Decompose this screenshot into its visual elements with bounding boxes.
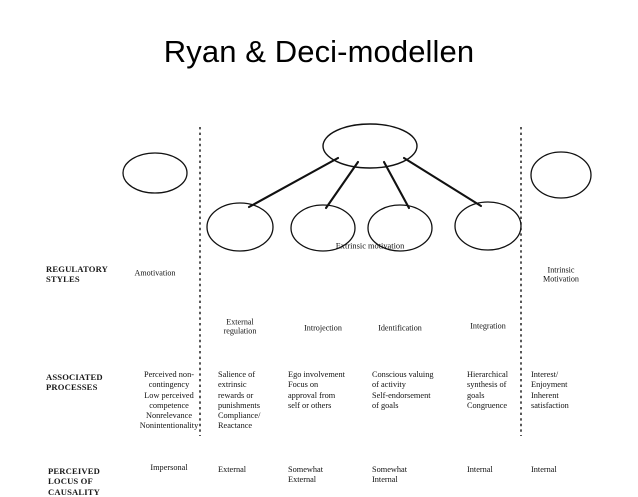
ellipse-integration xyxy=(454,201,522,251)
ellipse-amotivation xyxy=(122,152,188,194)
ellipse-introjection xyxy=(290,204,356,252)
locus-cell-integration: Internal xyxy=(467,465,493,474)
locus-cell-intrinsic-motivation: Internal xyxy=(531,465,557,474)
locus-cell-amotivation: Impersonal xyxy=(150,463,188,472)
process-cell-external-regulation: Salience of extrinsic rewards or punishm… xyxy=(218,370,261,431)
process-cell-amotivation: Perceived non- contingency Low perceived… xyxy=(139,370,199,431)
ellipse-identification xyxy=(367,204,433,252)
row-label-regulatory-styles: REGULATORY STYLES xyxy=(46,264,108,285)
row-label-associated-processes: ASSOCIATED PROCESSES xyxy=(46,372,103,393)
connector-extrinsic-to-integration xyxy=(402,156,483,208)
process-cell-identification: Conscious valuing of activity Self-endor… xyxy=(372,370,434,410)
process-cell-intrinsic-motivation: Interest/ Enjoyment Inherent satisfactio… xyxy=(531,370,569,410)
page-title: Ryan & Deci-modellen xyxy=(163,34,475,69)
connector-extrinsic-to-external-regulation xyxy=(247,156,340,209)
ryan-deci-diagram: REGULATORY STYLES ASSOCIATED PROCESSES P… xyxy=(0,100,638,497)
node-label-intrinsic-motivation: Intrinsic Motivation xyxy=(543,265,579,284)
ellipse-extrinsic-motivation xyxy=(322,123,418,169)
process-cell-introjection: Ego involvement Focus on approval from s… xyxy=(288,370,345,410)
locus-cell-identification: Somewhat Internal xyxy=(372,465,408,485)
node-label-introjection: Introjection xyxy=(304,323,342,333)
ellipse-external-regulation xyxy=(206,202,274,252)
locus-cell-external-regulation: External xyxy=(218,465,247,474)
node-label-external-regulation: External regulation xyxy=(223,317,257,336)
row-label-perceived-locus-of-causality: PERCEIVED LOCUS OF CAUSALITY xyxy=(48,466,100,497)
diagram-canvas xyxy=(122,123,592,436)
locus-cell-introjection: Somewhat External xyxy=(288,465,324,485)
connector-extrinsic-to-introjection xyxy=(324,160,360,210)
connector-extrinsic-to-identification xyxy=(382,160,411,210)
process-cell-integration: Hierarchical synthesis of goals Congruen… xyxy=(467,370,508,410)
node-label-extrinsic-motivation: Extrinsic motivation xyxy=(335,241,405,251)
node-label-integration: Integration xyxy=(470,321,506,331)
node-label-identification: Identification xyxy=(378,323,422,333)
node-label-amotivation: Amotivation xyxy=(134,268,176,278)
ellipse-intrinsic-motivation xyxy=(530,151,592,199)
